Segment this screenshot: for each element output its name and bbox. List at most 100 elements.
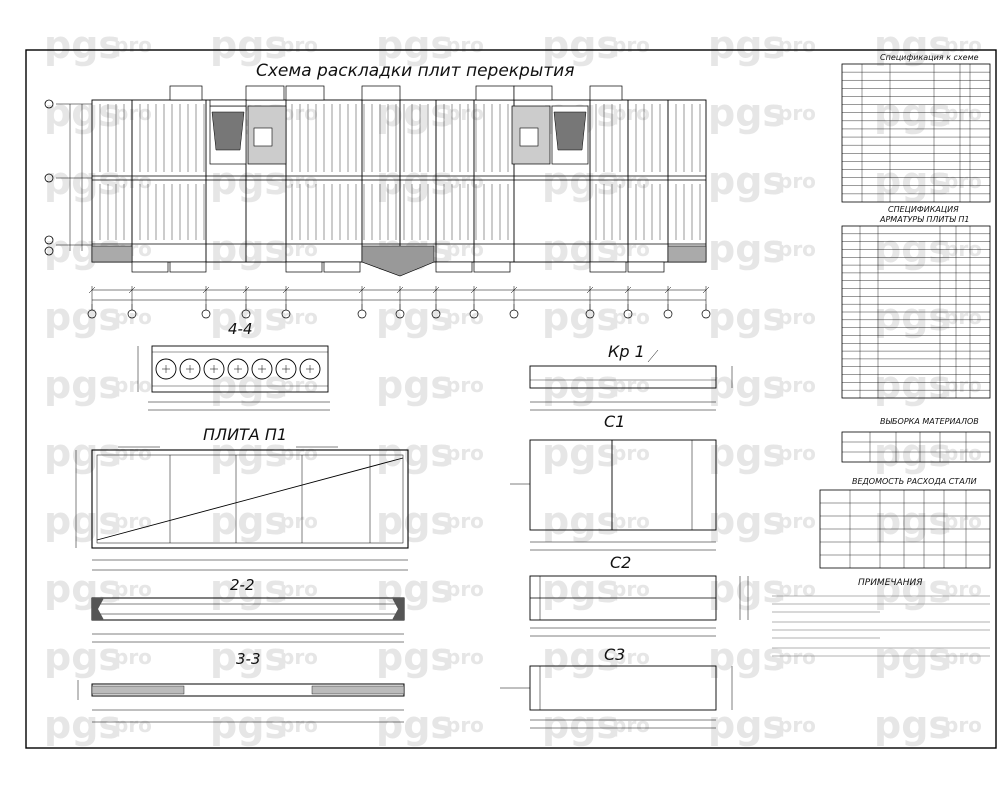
c1-title: С1: [604, 412, 625, 431]
watermark-suffix: pro: [612, 169, 650, 193]
watermark-brand: pgs: [708, 227, 785, 271]
watermark-suffix: pro: [446, 101, 484, 125]
materials-title: ВЫБОРКА МАТЕРИАЛОВ: [880, 417, 979, 426]
bottom-slab-boxes: [131, 261, 665, 273]
watermark-suffix: pro: [446, 441, 484, 465]
watermark-brand: pgs: [44, 499, 121, 543]
watermark-brand: pgs: [376, 363, 453, 407]
watermark-brand: pgs: [210, 703, 287, 747]
watermark-brand: pgs: [874, 159, 951, 203]
watermark-suffix: pro: [612, 713, 650, 737]
spec-rebar-title-2: АРМАТУРЫ ПЛИТЫ П1: [879, 215, 969, 224]
watermark-suffix: pro: [612, 441, 650, 465]
watermark-brand: pgs: [874, 703, 951, 747]
watermark-brand: pgs: [210, 431, 287, 475]
watermark-brand: pgs: [44, 567, 121, 611]
watermark-suffix: pro: [612, 645, 650, 669]
plate-p1: ПЛИТА П1: [75, 425, 409, 571]
watermark-brand: pgs: [874, 91, 951, 135]
watermark-brand: pgs: [874, 23, 951, 67]
watermark-brand: pgs: [542, 499, 619, 543]
watermark-suffix: pro: [280, 645, 318, 669]
watermark-suffix: pro: [778, 577, 816, 601]
watermark-brand: pgs: [44, 635, 121, 679]
watermark-brand: pgs: [376, 295, 453, 339]
watermark-brand: pgs: [874, 635, 951, 679]
watermark-suffix: pro: [280, 509, 318, 533]
watermark-brand: pgs: [210, 159, 287, 203]
watermark-brand: pgs: [376, 635, 453, 679]
watermark-brand: pgs: [44, 431, 121, 475]
section-3-3-title: 3-3: [236, 650, 261, 668]
watermark-suffix: pro: [612, 577, 650, 601]
watermark-suffix: pro: [114, 645, 152, 669]
plate-p1-title: ПЛИТА П1: [203, 425, 287, 444]
watermark-brand: pgs: [376, 23, 453, 67]
watermark-suffix: pro: [778, 645, 816, 669]
watermark-brand: pgs: [874, 295, 951, 339]
spec-schema-title: Спецификация к схеме: [880, 53, 979, 62]
watermark-suffix: pro: [778, 33, 816, 57]
watermark-suffix: pro: [612, 509, 650, 533]
kr1-title: Кр 1: [608, 342, 645, 361]
sheet-frame: [25, 49, 997, 749]
top-slab-boxes: [169, 85, 623, 107]
watermark-brand: pgs: [44, 703, 121, 747]
watermark-brand: pgs: [708, 23, 785, 67]
mesh-c3: С3: [500, 645, 733, 729]
watermark-suffix: pro: [280, 441, 318, 465]
watermark-suffix: pro: [114, 305, 152, 329]
section-4-4-title: 4-4: [228, 320, 253, 338]
watermark-suffix: pro: [778, 101, 816, 125]
mesh-c2: С2: [529, 553, 749, 637]
watermark-brand: pgs: [708, 431, 785, 475]
watermark-suffix: pro: [114, 509, 152, 533]
spec-rebar-title-1: СПЕЦИФИКАЦИЯ: [888, 205, 959, 214]
watermark-suffix: pro: [446, 645, 484, 669]
watermark-brand: pgs: [542, 567, 619, 611]
spec-rebar-table: СПЕЦИФИКАЦИЯ АРМАТУРЫ ПЛИТЫ П1: [841, 205, 991, 399]
section-4-4: 4-4: [137, 320, 330, 411]
watermark-brand: pgs: [210, 23, 287, 67]
watermark-suffix: pro: [612, 237, 650, 261]
watermark-brand: pgs: [874, 227, 951, 271]
watermark-suffix: pro: [446, 373, 484, 397]
watermark-suffix: pro: [114, 373, 152, 397]
watermark-suffix: pro: [778, 305, 816, 329]
notes-title: ПРИМЕЧАНИЯ: [858, 578, 922, 588]
watermark-suffix: pro: [944, 373, 982, 397]
watermark-brand: pgs: [874, 363, 951, 407]
watermark-brand: pgs: [542, 431, 619, 475]
watermark-suffix: pro: [778, 713, 816, 737]
watermark-brand: pgs: [874, 567, 951, 611]
watermark-suffix: pro: [944, 169, 982, 193]
watermark-brand: pgs: [708, 363, 785, 407]
watermark-suffix: pro: [944, 33, 982, 57]
watermark-suffix: pro: [114, 713, 152, 737]
steel-table: ВЕДОМОСТЬ РАСХОДА СТАЛИ: [819, 477, 991, 569]
watermark-brand: pgs: [376, 499, 453, 543]
materials-table: ВЫБОРКА МАТЕРИАЛОВ: [841, 417, 991, 463]
watermark-brand: pgs: [44, 91, 121, 135]
watermark-suffix: pro: [944, 237, 982, 261]
watermark-suffix: pro: [944, 577, 982, 601]
watermark-suffix: pro: [446, 305, 484, 329]
watermark-suffix: pro: [114, 33, 152, 57]
watermark-brand: pgs: [542, 295, 619, 339]
spec-schema-table: Спецификация к схеме: [841, 53, 991, 203]
watermark-suffix: pro: [778, 237, 816, 261]
c2-title: С2: [610, 553, 631, 572]
section-2-2: 2-2: [91, 576, 405, 643]
stair-wells: [91, 105, 707, 277]
section-3-3: 3-3: [77, 650, 405, 723]
watermark-suffix: pro: [778, 373, 816, 397]
watermark-suffix: pro: [778, 441, 816, 465]
c3-title: С3: [604, 645, 625, 664]
watermark-brand: pgs: [376, 567, 453, 611]
watermark-brand: pgs: [376, 431, 453, 475]
watermark-suffix: pro: [944, 509, 982, 533]
watermark-suffix: pro: [944, 645, 982, 669]
watermark-suffix: pro: [944, 305, 982, 329]
watermark-brand: pgs: [44, 23, 121, 67]
